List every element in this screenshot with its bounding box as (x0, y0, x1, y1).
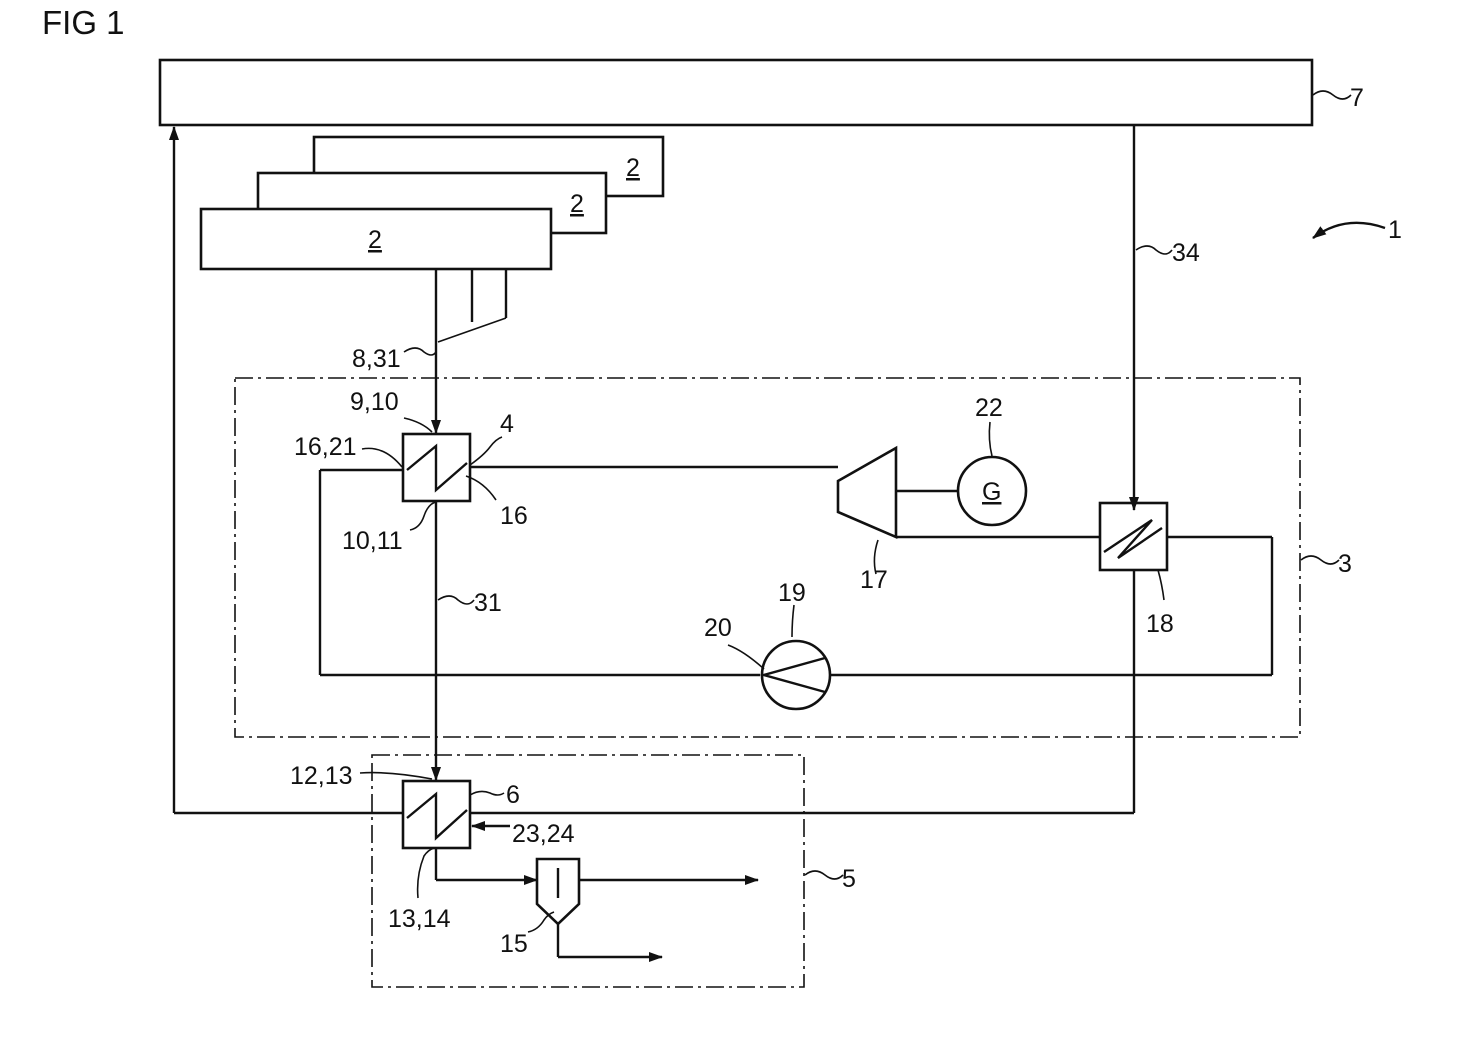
label-15: 15 (500, 930, 528, 958)
label-2-middle: 2 (570, 190, 584, 218)
leader-7 (1313, 91, 1351, 99)
label-9-10: 9,10 (350, 388, 399, 416)
label-2-back: 2 (626, 154, 640, 182)
label-7: 7 (1350, 84, 1364, 112)
turbine-17 (838, 448, 896, 537)
label-6: 6 (506, 781, 520, 809)
label-18: 18 (1146, 610, 1174, 638)
label-20: 20 (704, 614, 732, 642)
label-2-front: 2 (368, 226, 382, 254)
label-16: 16 (500, 502, 528, 530)
label-17: 17 (860, 566, 888, 594)
label-31: 31 (474, 589, 502, 617)
label-23-24: 23,24 (512, 820, 575, 848)
label-16-21: 16,21 (294, 433, 357, 461)
label-34: 34 (1172, 239, 1200, 267)
generator-symbol: G (982, 478, 1001, 506)
unit-7-box (160, 60, 1312, 125)
label-8-31: 8,31 (352, 345, 401, 373)
label-12-13: 12,13 (290, 762, 353, 790)
label-19: 19 (778, 579, 806, 607)
pump-19 (762, 641, 830, 709)
reference-arrow-1 (1313, 223, 1385, 238)
label-5: 5 (842, 865, 856, 893)
label-3: 3 (1338, 550, 1352, 578)
label-1: 1 (1388, 216, 1402, 244)
figure-title: FIG 1 (42, 4, 125, 41)
label-4: 4 (500, 410, 514, 438)
heat-exchanger-18 (1100, 503, 1167, 570)
label-10-11: 10,11 (342, 527, 403, 555)
label-13-14: 13,14 (388, 905, 451, 933)
label-22: 22 (975, 394, 1003, 422)
